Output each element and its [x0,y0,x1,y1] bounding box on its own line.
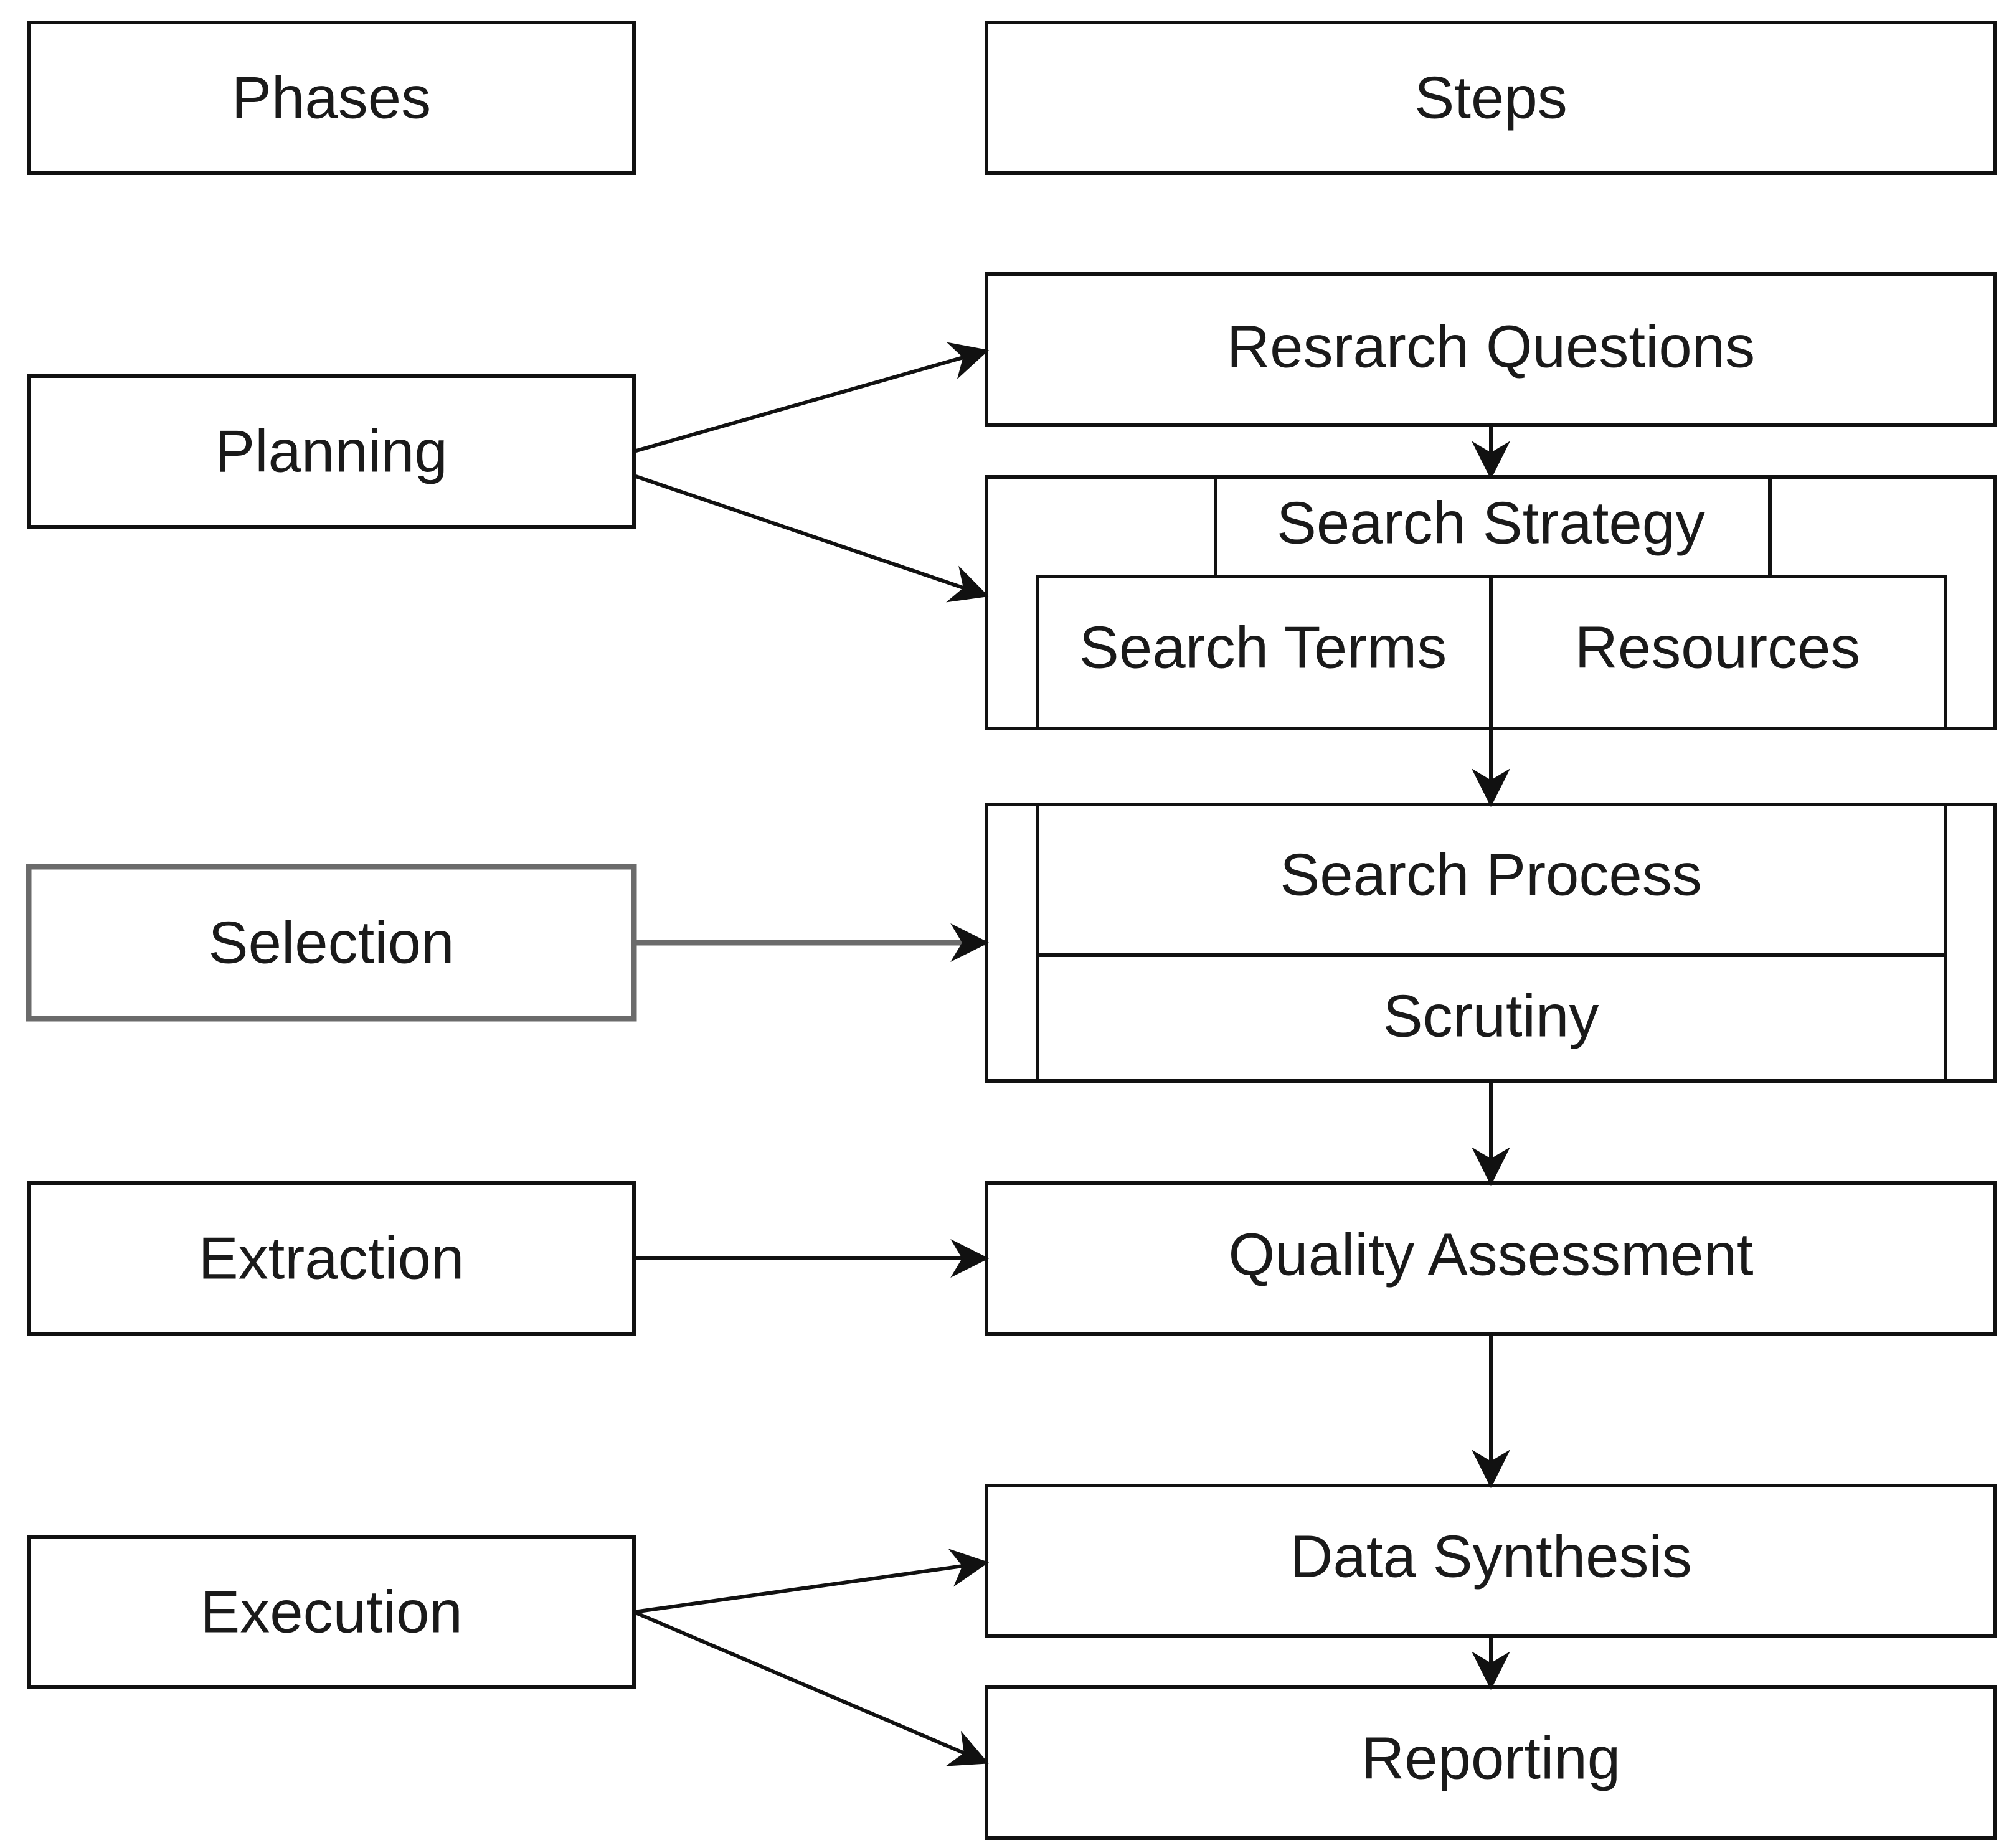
step-reporting: Reporting [985,1685,1997,1840]
phase-planning-label: Planning [215,418,448,485]
step-quality-assessment: Quality Assessment [985,1181,1997,1336]
arrow-planning-to-research-questions [633,342,989,453]
phases-header: Phases [27,21,636,175]
phase-execution-label: Execution [200,1579,463,1646]
steps-header-label: Steps [1414,65,1567,131]
step-scrutiny-label: Scrutiny [1383,983,1599,1050]
search-process-inner [1036,803,1947,1083]
arrow-execution-to-reporting [633,1610,989,1766]
phase-execution: Execution [27,1535,636,1689]
phase-selection-label: Selection [209,910,455,976]
arrow-execution-to-data-synthesis [633,1549,990,1614]
step-resources-label: Resources [1575,615,1861,681]
phase-extraction-label: Extraction [199,1225,465,1292]
step-research-questions: Resrarch Questions [985,272,1997,427]
step-reporting-label: Reporting [1361,1725,1620,1792]
step-data-synthesis: Data Synthesis [985,1484,1997,1638]
step-search-terms-label: Search Terms [1079,615,1447,681]
phase-planning: Planning [27,374,636,529]
step-quality-assessment-label: Quality Assessment [1229,1222,1754,1288]
step-research-questions-label: Resrarch Questions [1227,314,1755,380]
phase-extraction: Extraction [27,1181,636,1336]
step-search-process-group: Search Process Scrutiny [985,803,1997,1083]
phase-selection: Selection [26,864,637,1022]
steps-header: Steps [985,21,1997,175]
step-search-strategy-group: Search Strategy Search Terms Resources [985,475,1997,730]
phases-header-label: Phases [232,65,431,131]
step-data-synthesis-label: Data Synthesis [1290,1524,1692,1590]
step-search-strategy-label: Search Strategy [1277,490,1705,557]
step-search-process-label: Search Process [1280,842,1702,908]
arrow-planning-to-search-strategy [633,474,989,603]
